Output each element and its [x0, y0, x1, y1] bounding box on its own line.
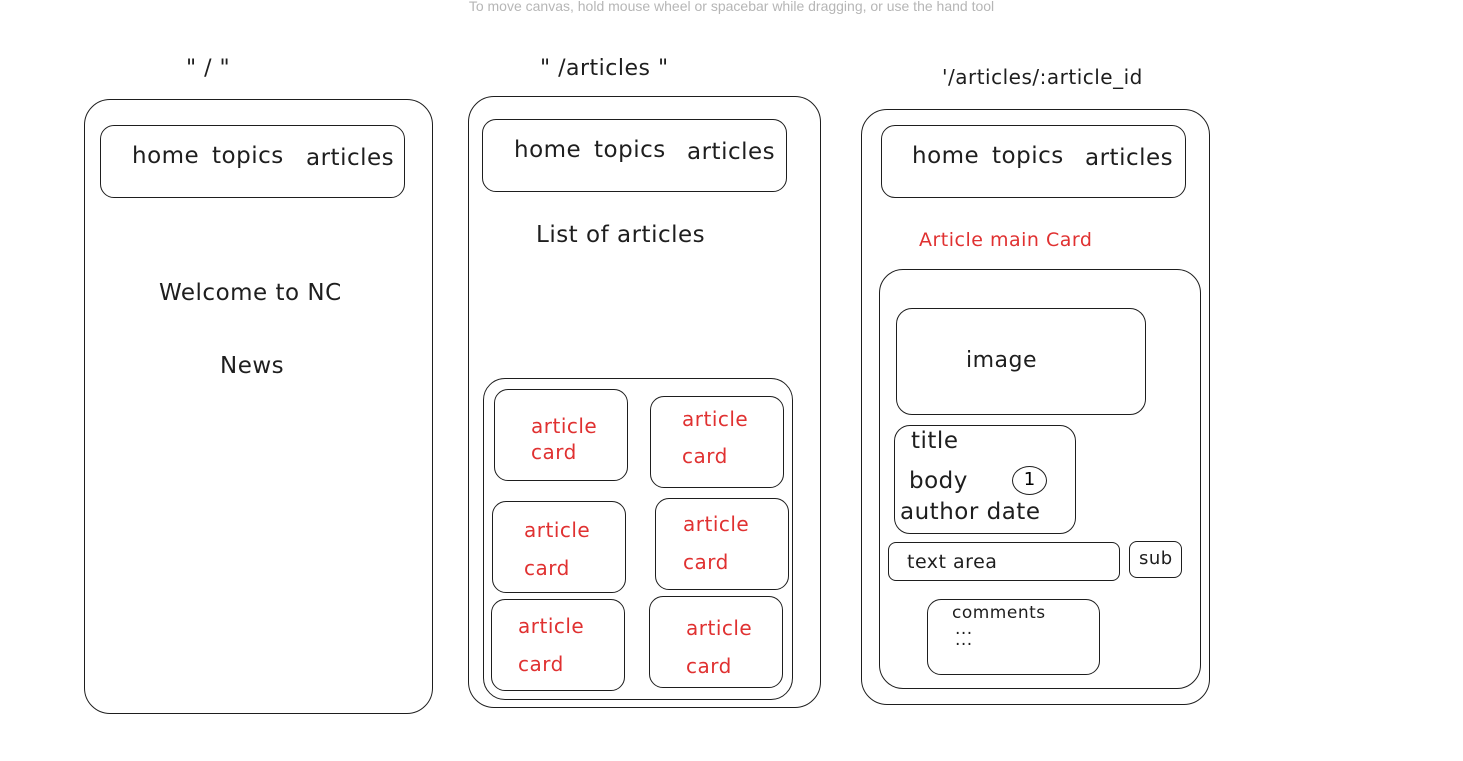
comments-ellipsis: ... [955, 630, 973, 650]
article-main-card [879, 269, 1201, 689]
route-articles-label: " /articles " [540, 56, 669, 81]
article-card-label: card [682, 444, 728, 468]
article-body: body [909, 468, 968, 494]
article-card[interactable] [492, 501, 626, 593]
articles-screen-frame [468, 96, 821, 708]
main-card-annotation: Article main Card [919, 229, 1093, 251]
nav-articles-link[interactable]: articles [1085, 145, 1174, 171]
article-card-label: article [683, 512, 750, 536]
article-card-label: article [531, 414, 598, 438]
article-card[interactable] [491, 599, 625, 691]
submit-button[interactable] [1129, 541, 1182, 578]
article-title: title [911, 428, 959, 454]
article-author-date: author date [900, 499, 1041, 525]
comments-box [927, 599, 1100, 675]
welcome-text-line1: Welcome to NC [159, 280, 342, 306]
submit-button-label: sub [1139, 548, 1173, 569]
article-card-label: card [518, 652, 564, 676]
comments-ellipsis: ... [955, 619, 973, 639]
articles-heading: List of articles [536, 222, 706, 248]
article-card-label: card [683, 550, 729, 574]
articles-navbar [482, 119, 787, 192]
article-card-label: article [686, 616, 753, 640]
vote-count-badge[interactable]: 1 [1012, 466, 1047, 495]
image-label: image [966, 348, 1038, 373]
article-card[interactable] [649, 596, 783, 688]
welcome-text-line2: News [220, 353, 285, 379]
article-card[interactable] [655, 498, 789, 590]
article-image-placeholder [896, 308, 1146, 415]
nav-articles-link[interactable]: articles [687, 139, 776, 165]
article-card-label: card [686, 654, 732, 678]
comment-text-area[interactable] [888, 542, 1120, 581]
vote-count-value: 1 [1023, 469, 1036, 490]
article-card-label: article [524, 518, 591, 542]
article-card-label: article [518, 614, 585, 638]
article-card-label: article [682, 407, 749, 431]
article-detail-navbar [881, 125, 1186, 198]
article-card[interactable] [650, 396, 784, 488]
article-content-box [894, 425, 1076, 534]
nav-home-link[interactable]: home [132, 143, 200, 169]
home-navbar [100, 125, 405, 198]
nav-articles-link[interactable]: articles [306, 145, 395, 171]
article-list-container [483, 378, 793, 700]
home-screen-frame [84, 99, 433, 714]
article-detail-screen-frame [861, 109, 1210, 705]
text-area-label: text area [907, 551, 998, 573]
canvas-hint: To move canvas, hold mouse wheel or spac… [468, 0, 995, 14]
nav-topics-link[interactable]: topics [594, 137, 666, 163]
nav-topics-link[interactable]: topics [212, 143, 284, 169]
article-card[interactable] [494, 389, 628, 481]
route-article-detail-label: '/articles/:article_id [942, 65, 1143, 89]
nav-home-link[interactable]: home [514, 137, 582, 163]
route-home-label: " / " [186, 56, 231, 81]
comments-label: comments [952, 603, 1046, 623]
article-card-label: card [524, 556, 570, 580]
article-card-label: card [531, 440, 577, 464]
nav-topics-link[interactable]: topics [992, 143, 1064, 169]
nav-home-link[interactable]: home [912, 143, 980, 169]
